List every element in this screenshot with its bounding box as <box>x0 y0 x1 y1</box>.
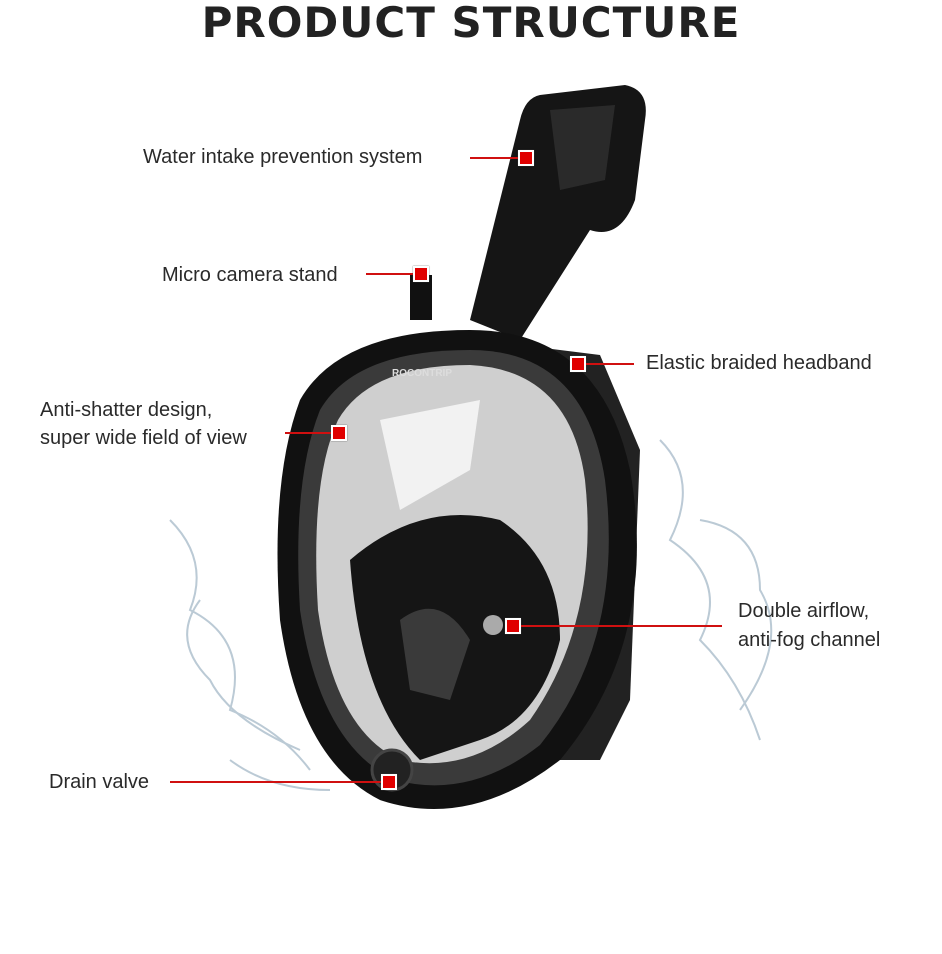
marker-airflow <box>505 618 521 634</box>
callout-headband: Elastic braided headband <box>646 352 872 374</box>
marker-water-intake <box>518 150 534 166</box>
page-title: PRODUCT STRUCTURE <box>201 0 741 47</box>
callout-line <box>170 781 382 783</box>
callout-camera-stand: Micro camera stand <box>162 264 338 286</box>
callout-line <box>586 363 634 365</box>
callout-anti-shatter-line2: super wide field of view <box>40 427 247 449</box>
mask-frame: ROCONTRIP <box>277 330 637 809</box>
callout-drain-valve: Drain valve <box>49 771 150 793</box>
marker-anti-shatter <box>331 425 347 441</box>
callout-water-intake: Water intake prevention system <box>143 146 423 168</box>
callout-line <box>285 432 333 434</box>
callout-airflow-line2: anti-fog channel <box>738 629 881 651</box>
callout-line <box>366 273 416 275</box>
marker-headband <box>570 356 586 372</box>
snorkel-tube <box>470 85 646 340</box>
callout-line <box>521 625 722 627</box>
callout-airflow-line1: Double airflow, <box>738 600 870 622</box>
marker-drain-valve <box>381 774 397 790</box>
callout-anti-shatter-line1: Anti-shatter design, <box>40 399 213 421</box>
water-splash <box>169 439 773 791</box>
marker-camera-stand <box>413 266 429 282</box>
brand-logo: ROCONTRIP <box>392 368 452 379</box>
camera-stand <box>410 275 432 320</box>
callout-line <box>470 157 520 159</box>
